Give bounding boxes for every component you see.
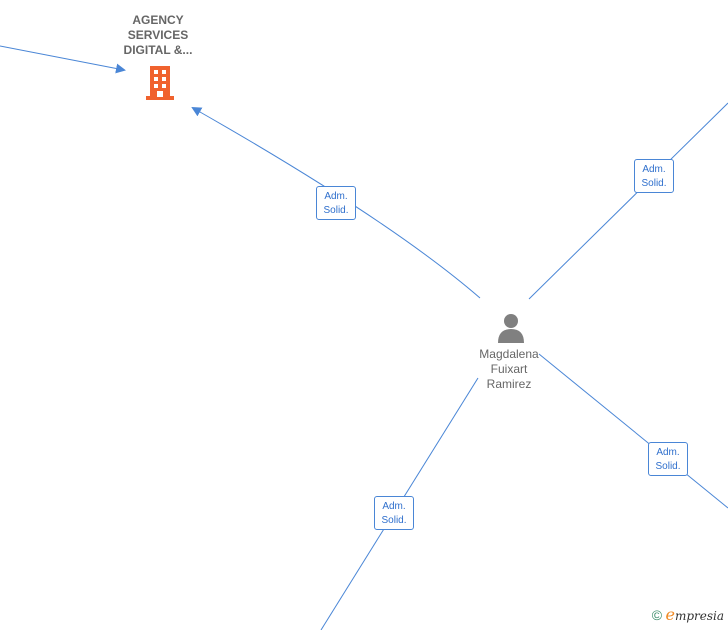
- person-icon[interactable]: [496, 313, 526, 343]
- edge-label-line-1: Adm.: [642, 164, 666, 175]
- edge-label-company[interactable]: Adm. Solid.: [316, 186, 356, 220]
- company-name-line-2: SERVICES: [127, 28, 189, 42]
- edge-label-line-2: Solid.: [655, 461, 681, 472]
- edge-label-line-1: Adm.: [656, 447, 680, 458]
- edge-person-to-top-right: [528, 102, 728, 300]
- edge-label-top-right[interactable]: Adm. Solid.: [634, 159, 674, 193]
- edge-label-line-2: Solid.: [641, 178, 667, 189]
- edge-label-line-2: Solid.: [323, 205, 349, 216]
- edge-label-line-2: Solid.: [381, 515, 407, 526]
- person-name-line-2: Fuixart: [490, 362, 528, 376]
- edge-label-bottom-right[interactable]: Adm. Solid.: [648, 442, 688, 476]
- edge-person-to-company: [191, 107, 481, 299]
- company-name-line-3: DIGITAL &...: [123, 43, 193, 57]
- brand-name: mpresia: [674, 609, 724, 623]
- copyright-icon: ©: [651, 607, 663, 623]
- empresia-watermark: © empresia: [652, 605, 724, 624]
- edge-label-line-1: Adm.: [382, 501, 406, 512]
- building-icon[interactable]: [144, 66, 176, 100]
- edge-label-line-1: Adm.: [324, 191, 348, 202]
- brand-initial: e: [665, 605, 675, 624]
- person-name[interactable]: Magdalena Fuixart Ramirez: [464, 347, 554, 392]
- edge-label-bottom[interactable]: Adm. Solid.: [374, 496, 414, 530]
- company-name[interactable]: AGENCY SERVICES DIGITAL &...: [108, 13, 208, 58]
- edge-incoming-company: [0, 45, 126, 74]
- edge-person-to-bottom-right: [538, 353, 728, 509]
- person-name-line-3: Ramirez: [486, 377, 532, 391]
- company-name-line-1: AGENCY: [132, 13, 184, 27]
- person-name-line-1: Magdalena: [479, 347, 539, 361]
